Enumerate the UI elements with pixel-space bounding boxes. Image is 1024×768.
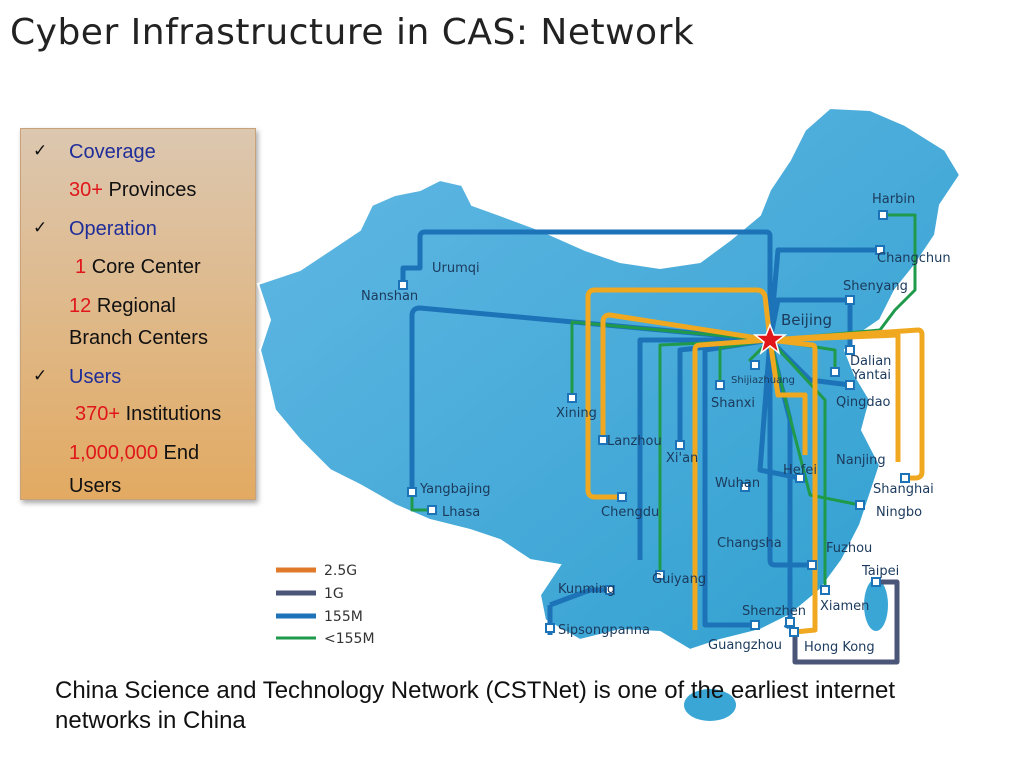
city-label: Hong Kong xyxy=(804,640,875,655)
regional-count: 12 xyxy=(69,295,92,317)
line-1g xyxy=(792,579,900,665)
end-users-label-2: Users xyxy=(69,475,122,497)
legend-label: 2.5G xyxy=(324,563,357,579)
users-label: Users xyxy=(69,366,122,388)
lines-155m xyxy=(400,229,880,635)
operation-label: Operation xyxy=(69,218,157,240)
legend-label: 1G xyxy=(324,586,344,602)
city-label: Chengdu xyxy=(601,505,659,520)
city-label: Shenzhen xyxy=(742,604,806,619)
regional-line: 12 Regional xyxy=(69,295,176,318)
city-label: Lhasa xyxy=(442,505,480,520)
legend: 2.5G 1G 155M <155M xyxy=(276,563,375,647)
taiwan-island xyxy=(864,579,888,631)
checkmark-icon: ✓ xyxy=(33,218,48,237)
city-label: Ningbo xyxy=(876,505,922,520)
info-panel: ✓ Coverage 30+ Provinces ✓ Operation 1 C… xyxy=(20,128,256,500)
legend-item-1g: 1G xyxy=(276,586,344,602)
regional-label-2: Branch Centers xyxy=(69,327,208,349)
city-label: Xining xyxy=(556,406,597,421)
legend-item-155m: 155M xyxy=(276,609,363,625)
city-label: Shijiazhuang xyxy=(731,375,795,386)
end-users-count: 1,000,000 xyxy=(69,442,158,464)
city-label: Wuhan xyxy=(715,476,760,491)
checkmark-icon: ✓ xyxy=(33,141,48,160)
institutions-count: 370+ xyxy=(75,403,121,425)
legend-label: <155M xyxy=(324,631,375,647)
city-label: Qingdao xyxy=(836,395,891,410)
city-label: Yantai xyxy=(851,368,891,383)
city-label: Guangzhou xyxy=(708,638,782,653)
end-users-label: End xyxy=(163,442,200,464)
city-label: Beijing xyxy=(781,311,832,329)
core-line: 1 Core Center xyxy=(75,256,201,279)
city-label: Nanshan xyxy=(361,289,418,304)
end-users-line: 1,000,000 End xyxy=(69,442,199,465)
city-label: Harbin xyxy=(872,192,915,207)
lines-2-5g xyxy=(585,287,925,635)
city-label: Changchun xyxy=(877,251,951,266)
regional-label: Regional xyxy=(96,295,176,317)
core-center-star-icon xyxy=(752,322,788,355)
city-label: Hefei xyxy=(783,463,817,478)
city-label: Urumqi xyxy=(432,261,480,276)
network-map: Harbin Changchun Shenyang Beijing Dalian… xyxy=(250,100,970,740)
caption: China Science and Technology Network (CS… xyxy=(55,677,895,734)
provinces-line: 30+ Provinces xyxy=(69,179,196,202)
city-label: Guiyang xyxy=(652,572,706,587)
institutions-label: Institutions xyxy=(125,403,222,425)
city-label: Changsha xyxy=(717,536,782,551)
city-label: Shanghai xyxy=(873,482,934,497)
coverage-label: Coverage xyxy=(69,141,156,163)
city-label: Shenyang xyxy=(843,279,908,294)
legend-item-2-5g: 2.5G xyxy=(276,563,357,579)
legend-label: 155M xyxy=(324,609,363,625)
provinces-count: 30+ xyxy=(69,179,103,201)
city-label: Kunming xyxy=(558,582,615,597)
provinces-label: Provinces xyxy=(108,179,197,201)
legend-item-under-155m: <155M xyxy=(276,631,375,647)
city-label: Dalian xyxy=(850,354,891,369)
city-label: Xiamen xyxy=(820,599,869,614)
institutions-line: 370+ Institutions xyxy=(75,403,221,426)
hainan-island xyxy=(684,689,736,721)
city-label: Lanzhou xyxy=(607,434,662,449)
city-label: Yangbajing xyxy=(419,482,491,497)
city-nodes xyxy=(398,210,910,637)
city-label: Fuzhou xyxy=(826,541,872,556)
checkmark-icon: ✓ xyxy=(33,366,48,385)
city-label: Shanxi xyxy=(711,396,755,411)
core-count: 1 xyxy=(75,256,87,278)
city-label: Sipsongpanna xyxy=(558,623,650,638)
city-label: Taipei xyxy=(861,564,899,579)
city-label: Nanjing xyxy=(836,453,886,468)
page-title: Cyber Infrastructure in CAS: Network xyxy=(10,12,695,53)
city-label: Xi'an xyxy=(666,451,698,466)
core-label: Core Center xyxy=(91,256,201,278)
